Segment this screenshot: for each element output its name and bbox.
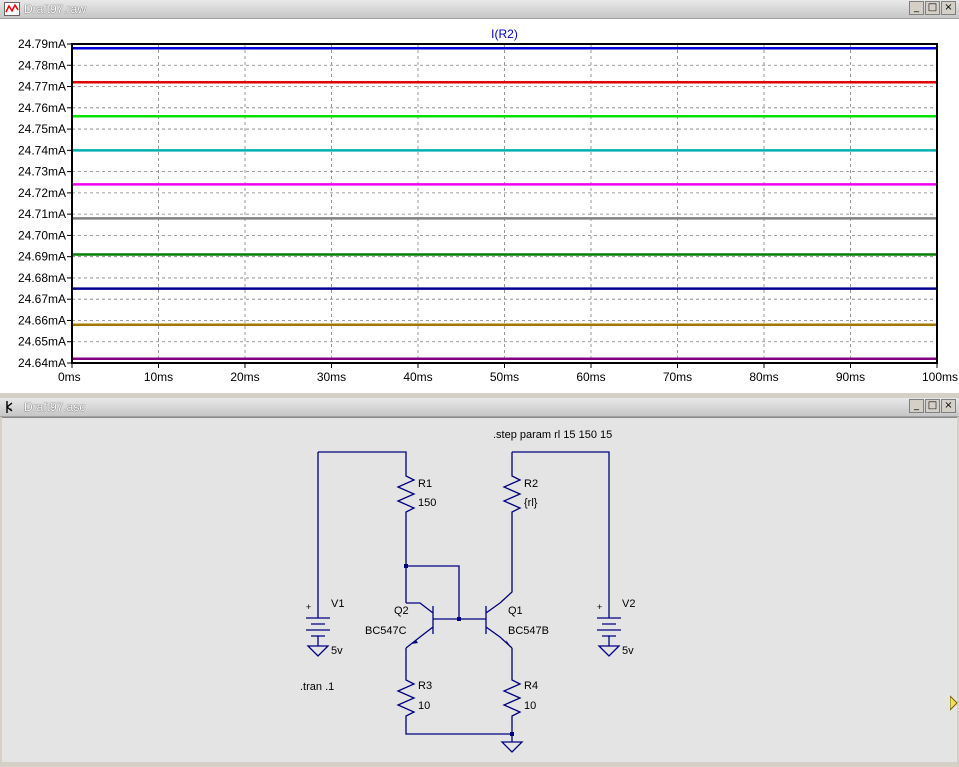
y-tick-label: 24.66mA <box>18 313 66 327</box>
ground-symbol <box>500 741 524 753</box>
y-tick-label: 24.79mA <box>18 37 66 51</box>
wire <box>512 451 610 612</box>
v1-name: V1 <box>331 598 344 610</box>
y-tick-label: 24.69mA <box>18 250 66 264</box>
y-tick-label: 24.64mA <box>18 356 66 370</box>
wire <box>406 565 460 619</box>
waveform-window-title: Draft97.raw <box>24 2 87 16</box>
v2-name: V2 <box>622 598 635 610</box>
close-button[interactable]: × <box>941 399 956 413</box>
trace-label[interactable]: I(R2) <box>491 27 518 41</box>
r1-name: R1 <box>418 478 432 490</box>
y-tick-label: 24.75mA <box>18 122 66 136</box>
resistor-r2-symbol <box>502 472 522 516</box>
minimize-button[interactable]: _ <box>909 1 924 15</box>
transistor-q2-symbol <box>405 602 434 649</box>
schematic-window: Draft97.asc _ □ × <box>0 398 959 765</box>
x-tick-label: 50ms <box>490 370 519 384</box>
x-tick-label: 90ms <box>836 370 865 384</box>
q2-emitter-arrow <box>411 640 418 644</box>
x-tick-label: 80ms <box>749 370 778 384</box>
y-tick-label: 24.71mA <box>18 207 66 221</box>
v2-value[interactable]: 5v <box>622 645 634 657</box>
y-tick-label: 24.74mA <box>18 143 66 157</box>
x-tick-label: 20ms <box>230 370 259 384</box>
r2-name: R2 <box>524 478 538 490</box>
schematic-drawing[interactable]: .step param rl 15 150 15 .tran .1 R1 150… <box>2 418 957 762</box>
junction-dot <box>510 732 514 736</box>
y-tick-label: 24.67mA <box>18 292 66 306</box>
schematic-app-icon <box>6 401 13 413</box>
junction-dot <box>404 564 408 568</box>
v1-value[interactable]: 5v <box>331 645 343 657</box>
q2-model[interactable]: BC547C <box>365 625 407 637</box>
r3-value[interactable]: 10 <box>418 700 430 712</box>
step-directive[interactable]: .step param rl 15 150 15 <box>493 429 612 441</box>
x-tick-label: 40ms <box>403 370 432 384</box>
wire <box>318 451 407 472</box>
waveform-window: Draft97.raw _ □ × I(R2) 24.79mA 24.78mA 24.… <box>0 0 959 392</box>
wire <box>499 516 513 604</box>
ground-symbol <box>306 645 330 657</box>
resistor-r4-symbol <box>502 676 522 720</box>
x-tick-label: 30ms <box>317 370 346 384</box>
voltage-source-v2-symbol <box>597 612 621 646</box>
y-tick-label: 24.73mA <box>18 165 66 179</box>
waveform-titlebar[interactable]: Draft97.raw _ □ × <box>0 0 959 19</box>
x-tick-label: 0ms <box>58 370 81 384</box>
resistor-r3-symbol <box>396 676 416 720</box>
r4-value[interactable]: 10 <box>524 700 536 712</box>
x-tick-label: 100ms <box>922 370 958 384</box>
schematic-titlebar[interactable]: Draft97.asc _ □ × <box>0 398 959 417</box>
waveform-app-icon <box>4 2 20 16</box>
v2-plus-sign: + <box>597 602 602 612</box>
waveform-chart[interactable]: I(R2) 24.79mA 24.78mA 24.77mA 24.76mA 24.75mA… <box>0 19 959 392</box>
resistor-r1-symbol <box>396 472 416 516</box>
q1-emitter-arrow <box>506 640 511 647</box>
r2-value[interactable]: {rl} <box>524 497 538 509</box>
schematic-window-title: Draft97.asc <box>24 400 86 414</box>
junction-dot <box>457 617 461 621</box>
ground-symbol <box>597 645 621 657</box>
tran-directive[interactable]: .tran .1 <box>300 681 334 693</box>
close-button[interactable]: × <box>941 1 956 15</box>
y-tick-label: 24.68mA <box>18 271 66 285</box>
y-tick-label: 24.70mA <box>18 228 66 242</box>
maximize-button[interactable]: □ <box>925 1 940 15</box>
minimize-button[interactable]: _ <box>909 399 924 413</box>
q1-model[interactable]: BC547B <box>508 625 549 637</box>
y-tick-label: 24.76mA <box>18 101 66 115</box>
x-tick-label: 10ms <box>144 370 173 384</box>
q1-name: Q1 <box>508 605 523 617</box>
r1-value[interactable]: 150 <box>418 497 436 509</box>
plot-frame <box>71 43 938 364</box>
v1-plus-sign: + <box>306 602 311 612</box>
maximize-button[interactable]: □ <box>925 399 940 413</box>
q2-name: Q2 <box>394 605 409 617</box>
scroll-arrow-icon[interactable] <box>950 694 958 712</box>
y-tick-label: 24.78mA <box>18 58 66 72</box>
y-tick-label: 24.65mA <box>18 335 66 349</box>
y-tick-label: 24.72mA <box>18 186 66 200</box>
x-tick-label: 60ms <box>576 370 605 384</box>
schematic-canvas[interactable]: .step param rl 15 150 15 .tran .1 R1 150… <box>2 417 958 762</box>
x-tick-label: 70ms <box>663 370 692 384</box>
waveform-plot-pane[interactable]: I(R2) 24.79mA 24.78mA 24.77mA 24.76mA 24.75mA… <box>0 19 959 392</box>
wire <box>405 720 513 735</box>
r3-name: R3 <box>418 680 432 692</box>
y-tick-label: 24.77mA <box>18 80 66 94</box>
r4-name: R4 <box>524 680 538 692</box>
voltage-source-v1-symbol <box>306 612 330 646</box>
